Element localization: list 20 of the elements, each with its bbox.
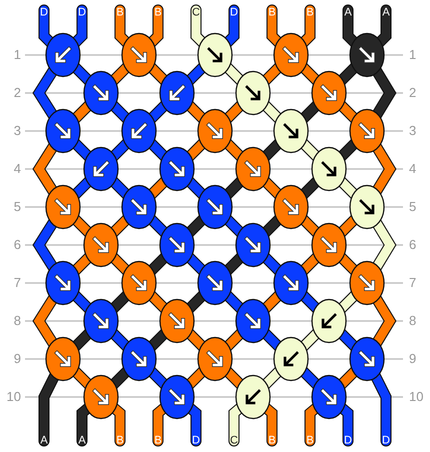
row-number: 2	[14, 86, 21, 100]
row-number: 9	[409, 352, 416, 366]
row-number: 8	[14, 314, 21, 328]
row-number: 3	[14, 124, 21, 138]
row-number: 10	[6, 390, 21, 404]
row-number: 6	[409, 238, 416, 252]
row-number: 4	[14, 162, 21, 176]
row-number: 6	[14, 238, 21, 252]
row-number: 1	[14, 48, 21, 62]
row-number: 9	[14, 352, 21, 366]
row-number: 8	[409, 314, 416, 328]
row-number: 10	[409, 390, 424, 404]
row-number: 5	[409, 200, 416, 214]
row-number: 1	[409, 48, 416, 62]
row-number: 3	[409, 124, 416, 138]
row-number: 5	[14, 200, 21, 214]
row-number: 2	[409, 86, 416, 100]
row-number: 7	[409, 276, 416, 290]
row-number: 4	[409, 162, 416, 176]
row-number: 7	[14, 276, 21, 290]
